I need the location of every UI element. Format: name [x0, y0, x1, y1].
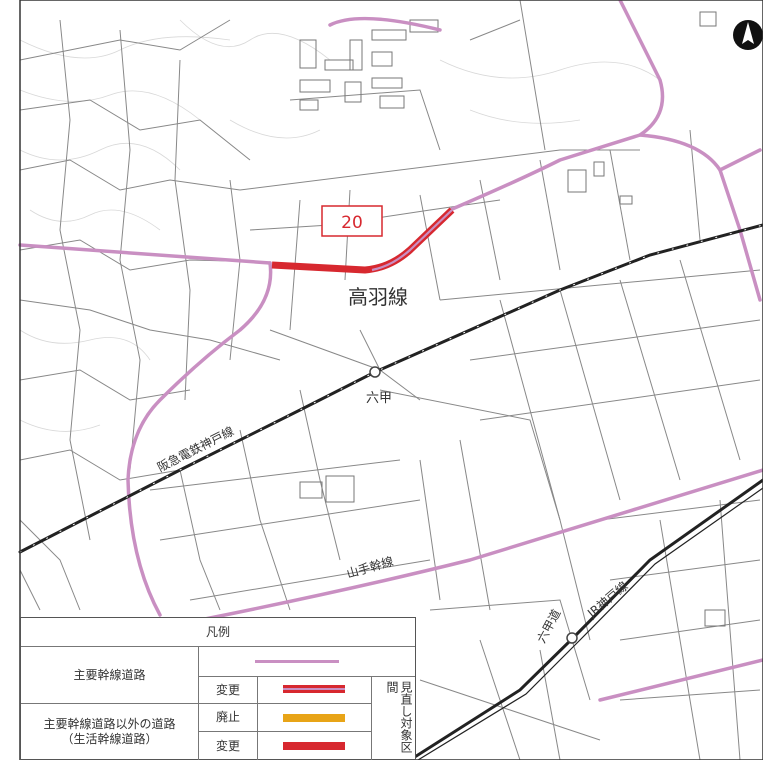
route-name-label: 高羽線: [348, 285, 408, 309]
legend-abolish-swatch: [283, 714, 345, 722]
legend-other-road-sub: （生活幹線道路）: [61, 732, 158, 746]
north-arrow-icon: [733, 20, 763, 50]
changed-route-20[interactable]: [271, 207, 455, 274]
legend-title: 凡例: [205, 624, 230, 639]
legend-other-road-main: 主要幹線道路以外の道路: [43, 717, 176, 731]
building-outlines: [299, 11, 726, 627]
route-number-label: 20: [341, 213, 363, 233]
main-trunk-roads: [18, 0, 763, 702]
legend-review-section: 見直し対象区間: [385, 681, 413, 753]
legend-abolish-label: 廃止: [215, 710, 240, 724]
stations: [369, 366, 578, 644]
railways: [18, 223, 763, 760]
legend-change-label-2: 変更: [215, 738, 240, 753]
station-rokko-marker[interactable]: [369, 366, 381, 378]
map-frame: [19, 0, 763, 760]
route-number-box[interactable]: 20: [321, 205, 383, 237]
legend-change-other-swatch: [283, 742, 345, 750]
legend-main-trunk-label: 主要幹線道路: [73, 667, 146, 682]
station-rokko-label: 六甲: [366, 391, 392, 406]
legend-change-label-1: 変更: [215, 682, 240, 697]
map-legend: 凡例 主要幹線道路 変更 見直し対象区間 主要幹線道路以外の道路 （生活幹線道路…: [20, 617, 416, 760]
station-rokkomichi-marker[interactable]: [566, 632, 578, 644]
legend-main-trunk-swatch: [255, 660, 339, 663]
legend-other-road-label: 主要幹線道路以外の道路 （生活幹線道路）: [21, 704, 198, 760]
